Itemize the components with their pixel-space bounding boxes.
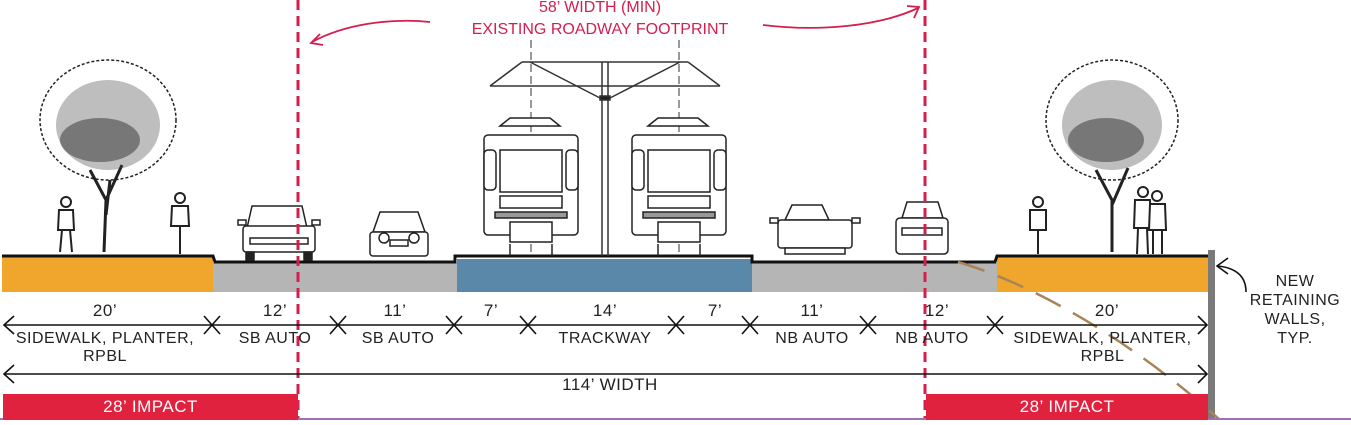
ground-profile-line [2,254,1208,264]
car-icon [895,201,949,255]
utility-line [957,260,1221,421]
segment-width: 20’ [92,301,118,320]
footprint-title: 58’ WIDTH (MIN) EXISTING ROADWAY FOOTPRI… [430,0,770,41]
car-icon [237,205,321,261]
pedestrians-icon [1132,186,1168,255]
cyclist-icon [169,192,191,254]
footprint-title-line2: EXISTING ROADWAY FOOTPRINT [471,21,729,38]
segment-width: 11’ [383,301,407,320]
segment-width: 12’ [924,301,950,320]
segment-label: SB AUTO [238,330,312,347]
impact-bar-left: 28’ IMPACT [3,394,298,420]
total-width-label: 114’ WIDTH [562,375,658,394]
total-dimension-line [2,364,1209,384]
segment-width: 11’ [800,301,824,320]
light-rail-train-icon [631,117,727,256]
cyclist-icon [1029,196,1047,254]
segment-width: 20’ [1094,301,1120,320]
segment-label: SIDEWALK, PLANTER, RPBL [1013,330,1192,365]
segment-label: TRACKWAY [558,330,652,347]
left-sidewalk-fill [2,257,213,292]
callout-arrow-icon [1215,257,1247,293]
trackway-fill [457,259,752,292]
impact-bar-right: 28’ IMPACT [926,394,1208,420]
segment-label: SB AUTO [361,330,435,347]
segment-width: 12’ [262,301,288,320]
footprint-title-line1: 58’ WIDTH (MIN) [538,0,662,16]
pedestrian-icon [56,196,76,253]
car-icon [769,204,861,255]
tree-icon [39,59,177,253]
footprint-arrows [309,5,921,46]
segment-label: NB AUTO [895,330,969,347]
segment-width: 7’ [483,301,499,320]
left-roadway-fill [213,263,457,292]
segment-width: 7’ [707,301,723,320]
retaining-wall [1208,250,1215,420]
right-roadway-fill [752,263,997,292]
light-rail-train-icon [483,117,579,256]
segment-width: 14’ [592,301,618,320]
segment-label: NB AUTO [775,330,849,347]
segment-dimension-line [2,315,1209,335]
retaining-wall-note: NEW RETAINING WALLS, TYP. [1249,273,1341,347]
car-icon [369,211,429,257]
right-sidewalk-fill [997,257,1208,292]
segment-label: SIDEWALK, PLANTER, RPBL [15,330,195,365]
tree-icon [1045,59,1179,252]
